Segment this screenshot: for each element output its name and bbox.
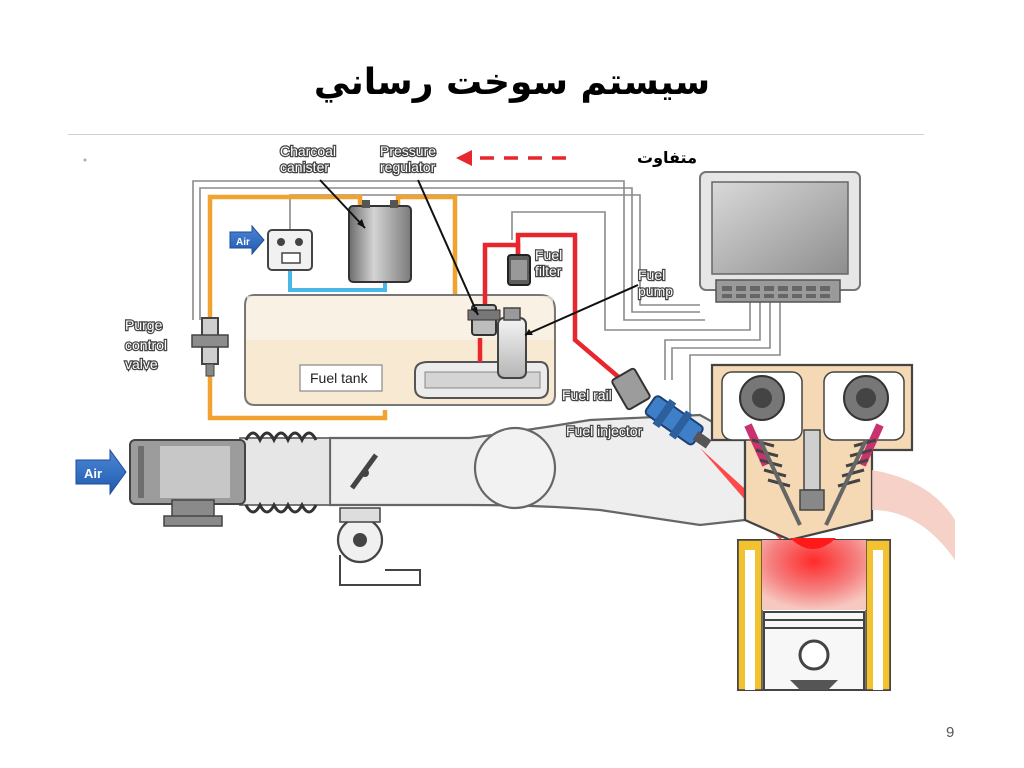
vent-solenoid <box>267 229 313 271</box>
label-fuel-filter-2: filter <box>535 263 562 279</box>
wiring-harness <box>192 180 781 440</box>
label-charcoal-canister-1: Charcoal <box>280 143 336 159</box>
title-divider <box>68 134 924 135</box>
air-badge-main: Air <box>75 448 127 496</box>
engine-cylinder <box>710 363 955 691</box>
air-label-main: Air <box>84 466 102 481</box>
annotation-text: متفاوت <box>637 148 697 167</box>
page-number: 9 <box>946 724 955 741</box>
air-badge-small: Air <box>229 224 265 256</box>
leader-lines <box>319 179 639 336</box>
ecu-unit <box>699 171 861 303</box>
label-fuel-injector: Fuel injector <box>566 423 643 439</box>
label-fuel-filter-1: Fuel <box>535 247 562 263</box>
label-pressure-regulator-1: Pressure <box>380 143 436 159</box>
label-fuel-tank: Fuel tank <box>310 370 369 386</box>
label-purge-valve-3: valve <box>125 356 158 372</box>
return-line <box>288 270 387 292</box>
label-fuel-pump-1: Fuel <box>638 267 665 283</box>
purge-control-valve <box>191 317 229 377</box>
stray-dot <box>83 158 87 162</box>
fuel-lines <box>477 232 624 382</box>
label-pressure-regulator-2: regulator <box>380 159 436 175</box>
annotation-arrow <box>456 150 570 166</box>
intake-manifold <box>129 413 747 586</box>
slide-title: سيستم سوخت رساني <box>313 62 711 103</box>
label-purge-valve-2: control <box>125 337 167 353</box>
charcoal-canister <box>348 200 412 283</box>
fuel-pump <box>497 307 527 379</box>
pressure-regulator <box>467 304 501 336</box>
label-fuel-pump-2: pump <box>638 283 673 299</box>
label-fuel-rail: Fuel rail <box>562 387 612 403</box>
label-purge-valve-1: Purge <box>125 317 163 333</box>
fuel-filter <box>507 254 531 286</box>
air-label-small: Air <box>236 237 250 248</box>
label-charcoal-canister-2: canister <box>280 159 329 175</box>
